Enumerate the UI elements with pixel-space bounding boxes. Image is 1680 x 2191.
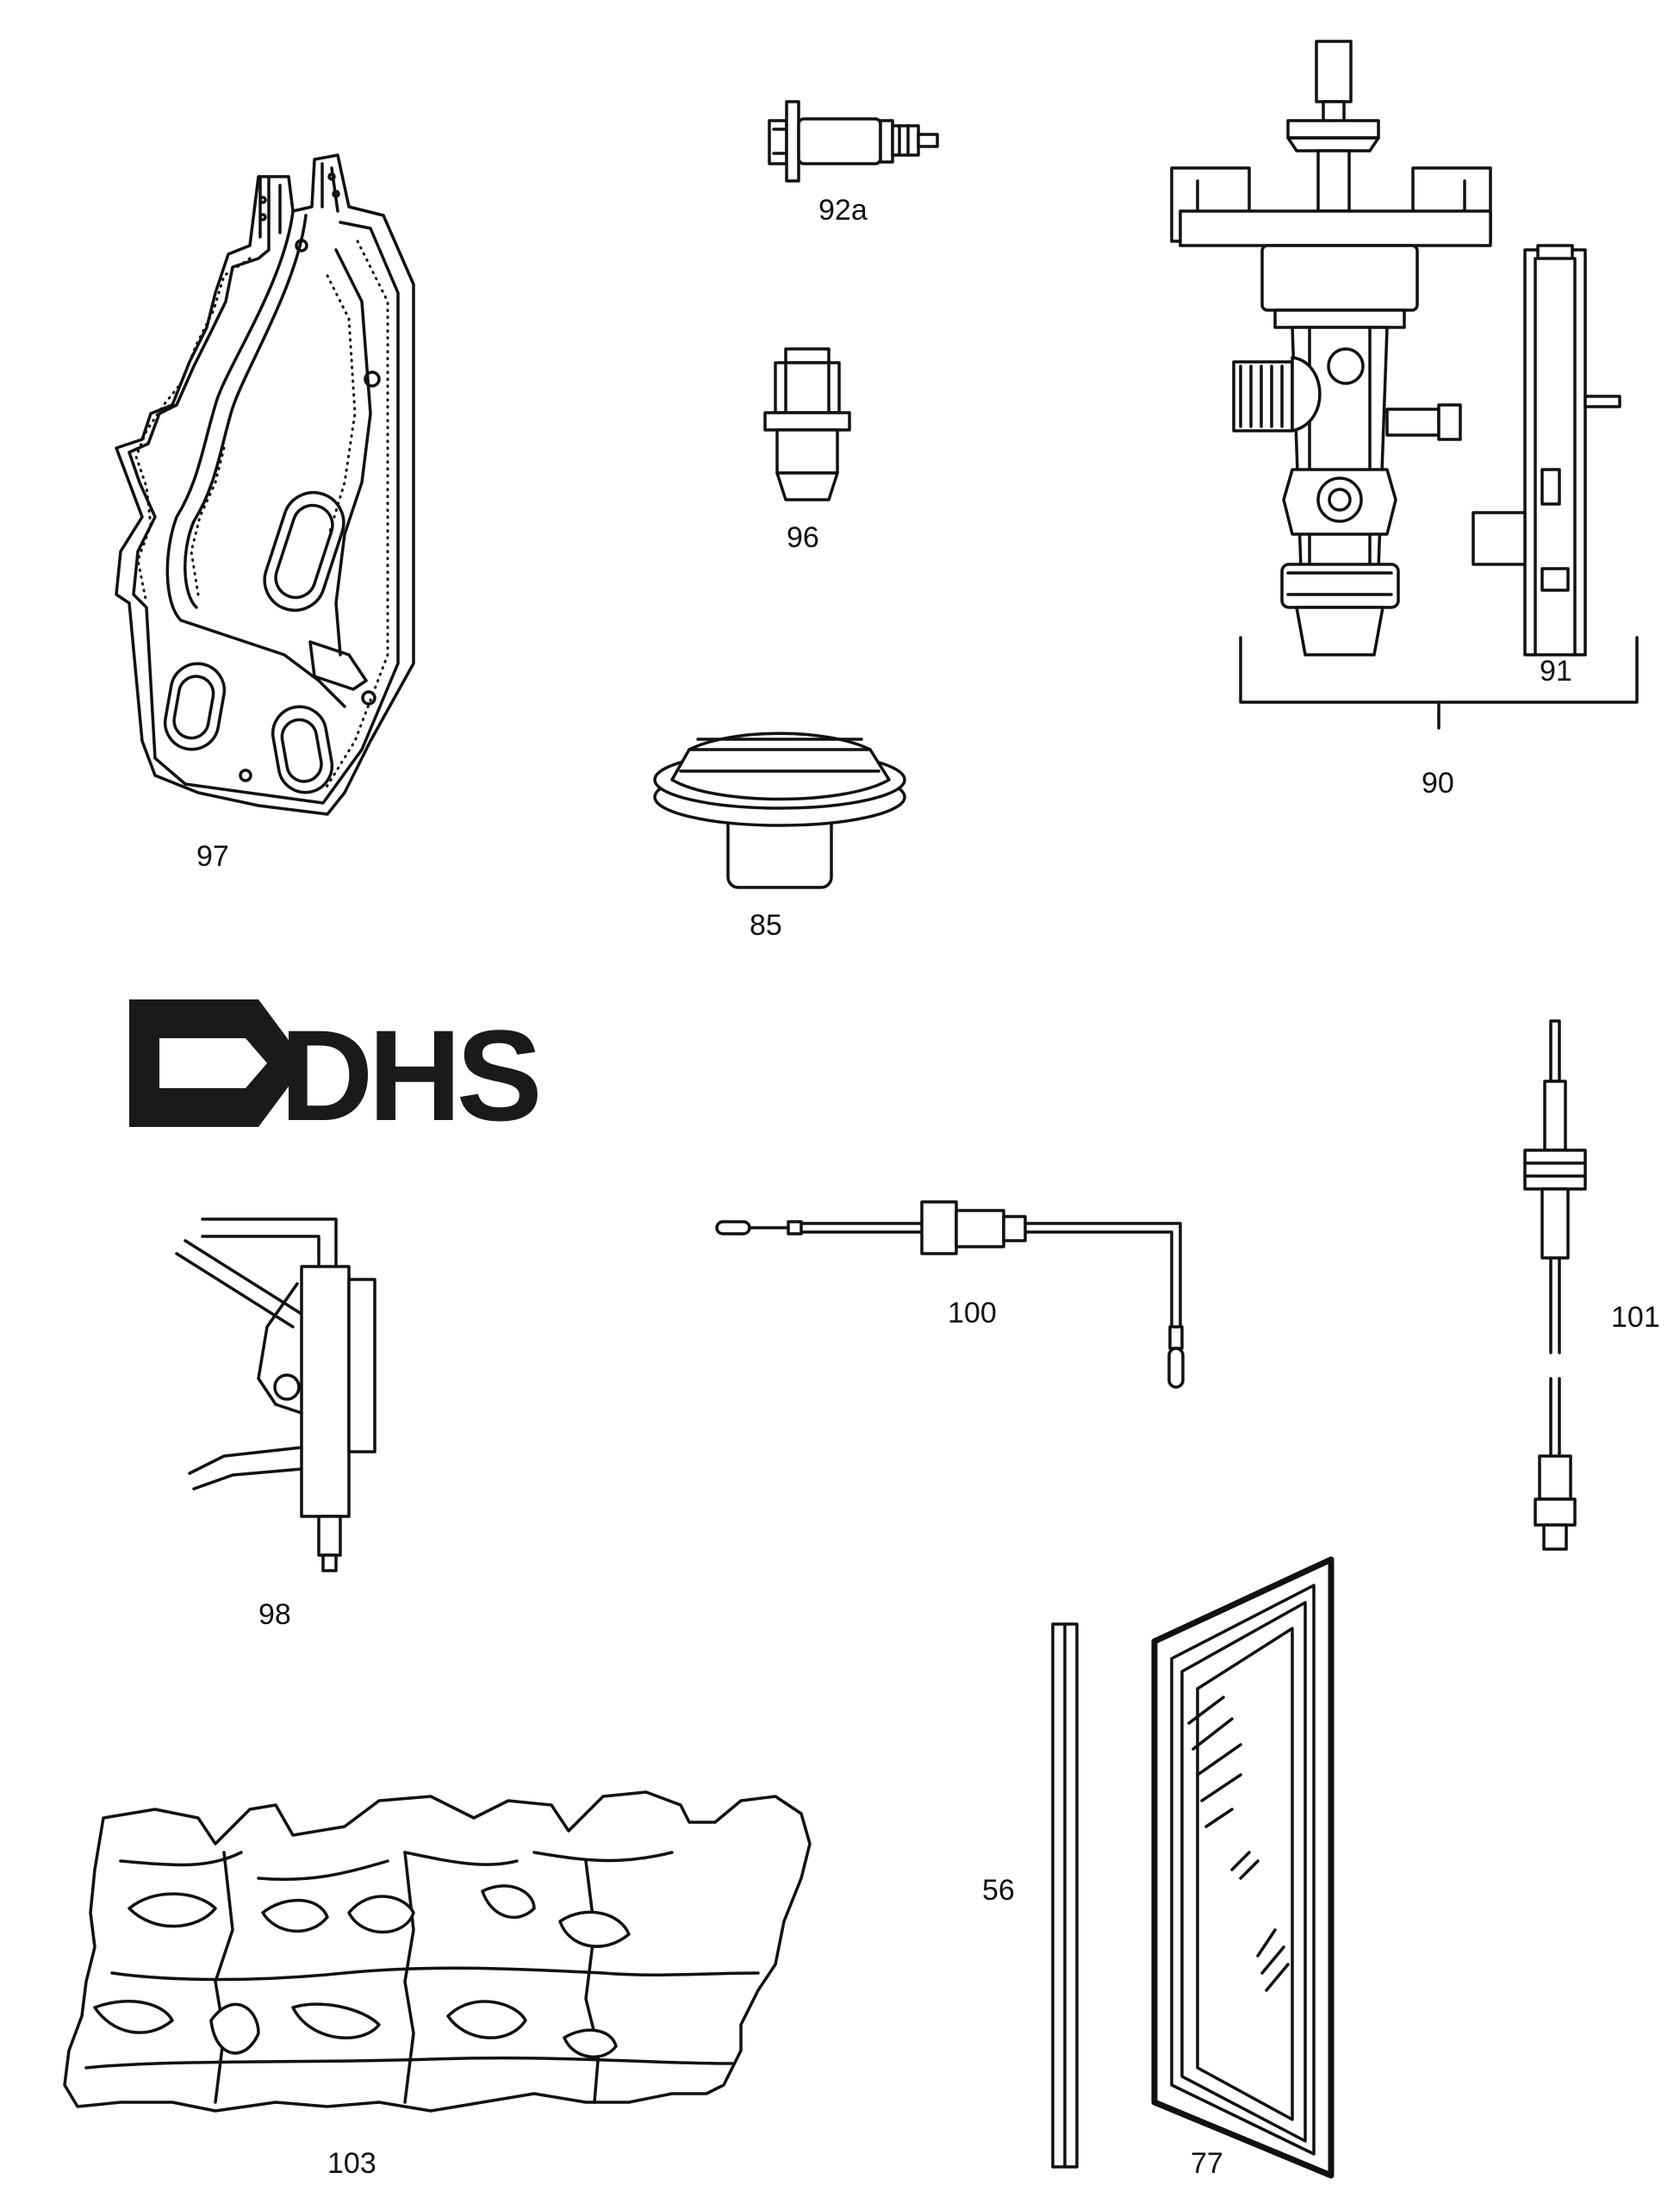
part-90-bracket [1239,636,1639,730]
part-56-label: 56 [982,1874,1015,1907]
part-98-electrode [175,1217,376,1572]
part-77-label: 77 [1191,2147,1223,2180]
part-91-label: 91 [1540,655,1572,688]
dhs-logo: DHS [129,999,544,1148]
part-92a-pilot [768,100,939,183]
part-96-fitting [763,347,851,501]
part-56-strip [1051,1622,1079,2169]
part-98-label: 98 [258,1598,291,1631]
part-85-label: 85 [750,909,782,942]
part-100-thermocouple [715,1200,1185,1389]
part-101-label: 101 [1611,1301,1660,1334]
part-91-igniter [1472,244,1621,657]
part-97-label: 97 [196,840,229,873]
part-101-flame-sensor [1523,1019,1587,1551]
part-103-label: 103 [327,2147,376,2180]
dhs-logo-text: DHS [280,1003,538,1148]
part-90-label: 90 [1422,767,1454,800]
part-96-label: 96 [787,521,819,554]
part-100-label: 100 [948,1297,997,1329]
part-90-gas-valve [1170,40,1492,657]
part-103-rock-bed [63,1790,812,2113]
part-85-knob [653,731,906,889]
part-92a-label: 92a [818,194,868,227]
part-97-gasket [115,153,415,816]
part-77-glass-frame [1151,1556,1335,2179]
